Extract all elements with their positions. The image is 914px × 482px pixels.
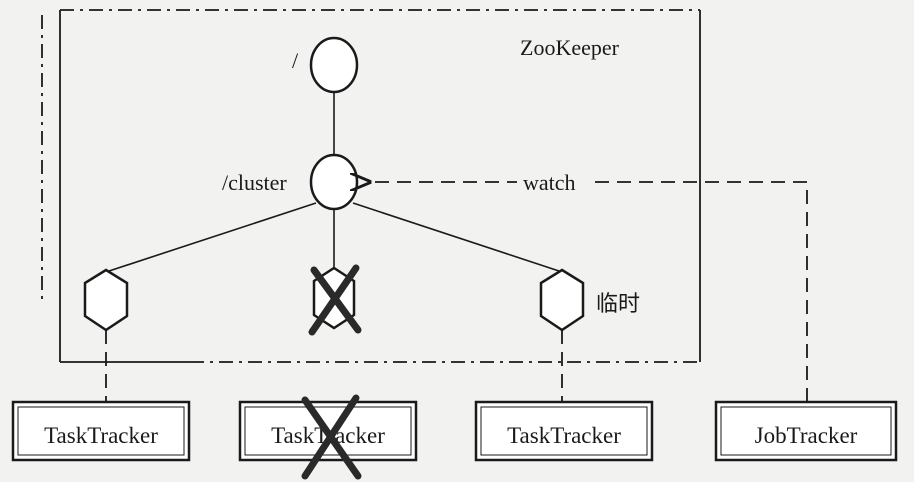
root-znode [309, 36, 359, 94]
tree-edges [105, 92, 563, 273]
ephemeral-znode-3 [539, 268, 585, 332]
tracker-box-3: TaskTracker [474, 400, 654, 462]
tracker-box-1: TaskTracker [11, 400, 191, 462]
ephemeral-znode-1 [83, 268, 129, 332]
root-znode-label: / [292, 48, 299, 73]
watch-label: watch [523, 170, 576, 195]
tracker-box-4: JobTracker [714, 400, 898, 462]
tracker-failed-cross-icon [301, 394, 362, 480]
cluster-znode [309, 153, 359, 211]
tracker-label-3: TaskTracker [507, 423, 621, 448]
watch-arrow [368, 182, 808, 402]
tracker-connectors [105, 330, 563, 402]
ephemeral-label: 临时 [596, 291, 640, 316]
zookeeper-label: ZooKeeper [520, 35, 620, 60]
zookeeper-container [41, 9, 701, 363]
tracker-label-1: TaskTracker [44, 423, 158, 448]
znode-deleted-cross-icon [308, 264, 362, 336]
cluster-znode-label: /cluster [222, 170, 287, 195]
tracker-label-4: JobTracker [755, 423, 858, 448]
